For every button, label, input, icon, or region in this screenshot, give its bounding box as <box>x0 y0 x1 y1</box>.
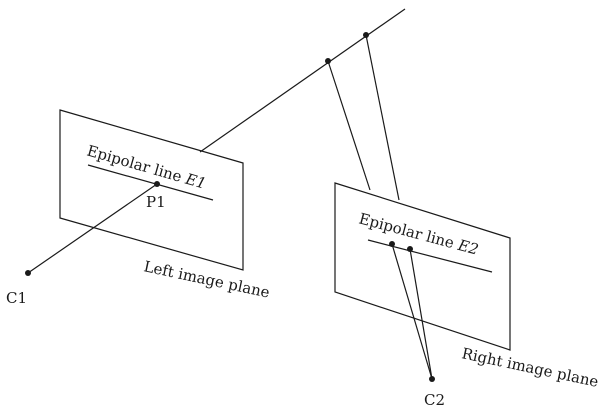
space-point-1 <box>325 58 331 64</box>
label-left-image-plane: Left image plane <box>142 257 271 301</box>
label-c1: C1 <box>6 289 27 307</box>
camera-center-c2 <box>429 376 435 382</box>
space-point-2 <box>363 32 369 38</box>
label-c2: C2 <box>424 391 445 409</box>
ray-c1-to-p1 <box>27 183 158 274</box>
label-right-image-plane: Right image plane <box>460 344 600 391</box>
projection-line-2 <box>365 34 400 201</box>
ray-c1-extension <box>199 8 406 153</box>
line-e2-point2-to-c2 <box>409 248 433 380</box>
camera-center-c1 <box>25 270 31 276</box>
point-p1 <box>154 181 160 187</box>
epipolar-point-1 <box>389 241 395 247</box>
left-image-plane <box>59 109 244 271</box>
line-e2-point1-to-c2 <box>391 243 433 380</box>
label-p1: P1 <box>146 193 166 211</box>
epipolar-point-2 <box>407 246 413 252</box>
right-image-plane <box>334 182 511 351</box>
epipolar-line-e2 <box>367 239 493 273</box>
epipolar-line-e1 <box>87 164 214 201</box>
projection-line-1 <box>327 60 371 191</box>
